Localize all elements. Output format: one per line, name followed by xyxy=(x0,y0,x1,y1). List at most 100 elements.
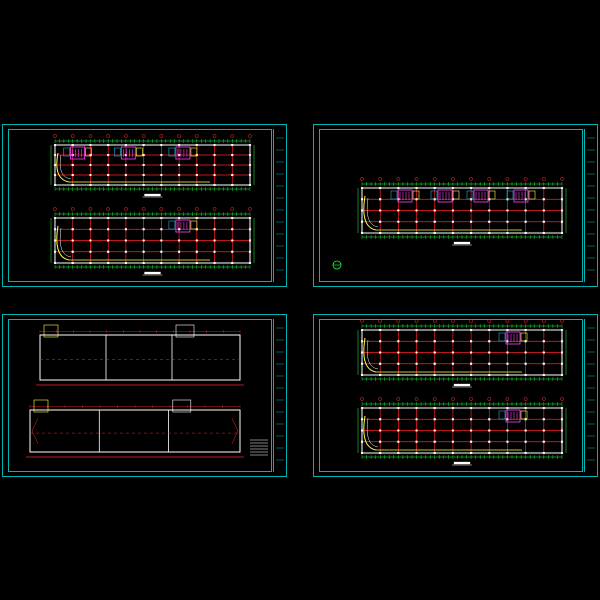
sheet1-plan-bottom-core-stair xyxy=(175,219,191,233)
drawing-sheet-1 xyxy=(2,124,287,287)
sheet4-plan-top-axis-bubble xyxy=(414,319,419,323)
sheet1-plan-bottom-column xyxy=(124,228,127,231)
sheet1-plan-top-column xyxy=(142,163,145,167)
sheet1-plan-top-axis-bubble xyxy=(88,134,93,138)
sheet1-plan-top-axis-bubble xyxy=(177,134,181,138)
sheet1-plan-bottom-axis-bubble xyxy=(70,207,75,211)
sheet4-plan-top-axis-bubble xyxy=(469,319,473,323)
sheet1-plan-top-column xyxy=(213,163,216,167)
drawing-sheet-3 xyxy=(2,314,287,477)
sheet3-roof-bottom-hip-line xyxy=(31,430,39,444)
sheet3-roof-bottom-roof-core-right xyxy=(172,399,192,413)
sheet4-plan-bottom-column xyxy=(379,418,382,421)
sheet4-plan-top-curved-entrance xyxy=(363,337,377,373)
sheet2-plan-core-shaft xyxy=(466,190,474,200)
sheet4-plan-bottom-column xyxy=(379,440,382,443)
sheet1-plan-top-axis-bubble xyxy=(53,134,57,138)
sheet1-plan-top-column xyxy=(124,143,127,147)
sheet-1-title-block xyxy=(273,129,284,282)
drawing-sheet-4 xyxy=(313,314,598,477)
sheet1-plan-top-column xyxy=(71,143,74,147)
sheet4-plan-top-axis-bubble xyxy=(451,319,455,323)
sheet1-plan-bottom-column xyxy=(160,239,163,242)
sheet3-roof-top-roof-core-right xyxy=(175,324,195,338)
sheet4-plan-top-column xyxy=(433,340,436,343)
sheet1-plan-bottom-column xyxy=(53,250,57,253)
sheet1-plan-bottom-curved-entrance xyxy=(56,225,70,261)
sheet1-plan-top-column xyxy=(107,173,110,177)
sheet2-plan-column xyxy=(415,220,418,223)
sheet-3-border xyxy=(8,319,272,472)
sheet4-plan-top-column xyxy=(397,373,400,377)
sheet2-plan-plan-title xyxy=(453,241,471,245)
sheet4-plan-bottom-column xyxy=(542,429,545,432)
sheet4-plan-bottom-column xyxy=(379,451,382,455)
sheet1-plan-bottom-column xyxy=(142,228,145,231)
sheet1-plan-bottom-column xyxy=(178,228,181,231)
sheet4-plan-top-column xyxy=(379,373,382,377)
sheet2-plan-column xyxy=(415,231,418,235)
sheet4-plan-top-column xyxy=(451,373,454,377)
sheet4-plan-bottom-column xyxy=(379,406,382,410)
sheet4-plan-bottom-column xyxy=(451,440,454,443)
sheet1-plan-bottom-column xyxy=(89,228,92,231)
sheet1-plan-bottom-column xyxy=(195,216,198,220)
sheet1-plan-top-column xyxy=(160,143,163,147)
sheet1-plan-top-column xyxy=(195,143,198,147)
sheet1-plan-bottom-column xyxy=(142,239,145,242)
sheet4-plan-top-column xyxy=(506,373,509,377)
sheet4-plan-top-column xyxy=(451,328,454,332)
sheet4-plan-bottom-column xyxy=(451,406,454,410)
sheet4-plan-bottom-column xyxy=(488,451,491,455)
sheet2-plan-column xyxy=(451,220,454,223)
sheet2-plan-column xyxy=(379,220,382,223)
sheet-1-border xyxy=(8,129,272,282)
sheet1-plan-bottom-column xyxy=(178,261,181,265)
sheet2-plan-axis-bubble xyxy=(451,177,455,181)
sheet4-plan-top-column xyxy=(470,373,473,377)
sheet1-plan-top-axis-bubble xyxy=(141,134,146,138)
sheet1-plan-top-column xyxy=(71,173,74,177)
sheet4-plan-bottom-column xyxy=(360,440,364,443)
sheet4-plan-bottom-column xyxy=(433,418,436,421)
sheet1-plan-bottom-column xyxy=(53,261,57,265)
sheet2-plan-column xyxy=(360,198,364,201)
sheet4-plan-top-column xyxy=(451,340,454,343)
sheet4-plan-bottom-column xyxy=(433,440,436,443)
sheet4-plan-bottom-column xyxy=(360,429,364,432)
sheet1-plan-bottom-column xyxy=(142,250,145,253)
sheet1-plan-bottom-axis-bubble xyxy=(248,207,252,211)
sheet2-plan-column xyxy=(542,186,545,190)
sheet4-plan-top-column xyxy=(360,351,364,354)
sheet4-plan-bottom-curved-entrance-inner xyxy=(366,417,379,448)
sheet2-plan-column xyxy=(451,186,454,190)
sheet4-plan-bottom-column xyxy=(415,429,418,432)
sheet1-plan-top-column xyxy=(71,183,74,187)
sheet4-plan-bottom-column xyxy=(397,429,400,432)
sheet1-plan-top-column xyxy=(160,173,163,177)
sheet2-plan-core-stair xyxy=(473,189,489,203)
sheet4-plan-bottom-column xyxy=(470,429,473,432)
sheet4-plan-bottom-column xyxy=(415,406,418,410)
sheet1-plan-bottom-column xyxy=(124,261,127,265)
sheet1-plan-bottom-column xyxy=(178,216,181,220)
sheet1-plan-bottom-column xyxy=(142,261,145,265)
sheet1-plan-top-column xyxy=(231,163,234,167)
sheet4-plan-bottom-axis-bubble xyxy=(360,397,364,401)
sheet4-plan-bottom-axis-bubble xyxy=(469,397,473,401)
sheet4-plan-bottom-column xyxy=(451,429,454,432)
sheet4-plan-top-column xyxy=(524,351,527,354)
sheet4-plan-bottom-axis-bubble xyxy=(396,397,401,401)
sheet4-plan-top-column xyxy=(360,328,364,332)
sheet3-roof-bottom-hip-line xyxy=(231,418,239,432)
sheet2-plan-core-stair xyxy=(397,189,413,203)
sheet2-plan-curved-entrance xyxy=(363,195,377,231)
sheet2-plan-column xyxy=(560,220,564,223)
sheet1-plan-top-column xyxy=(89,173,92,177)
sheet1-plan-bottom-axis-bubble xyxy=(194,207,199,211)
sheet1-plan-top-column xyxy=(142,143,145,147)
sheet1-plan-bottom-axis-bubble xyxy=(230,207,235,211)
sheet1-plan-bottom-column xyxy=(124,250,127,253)
sheet1-plan-top-core-toilet xyxy=(85,147,92,157)
sheet2-plan-core-stair xyxy=(513,189,529,203)
